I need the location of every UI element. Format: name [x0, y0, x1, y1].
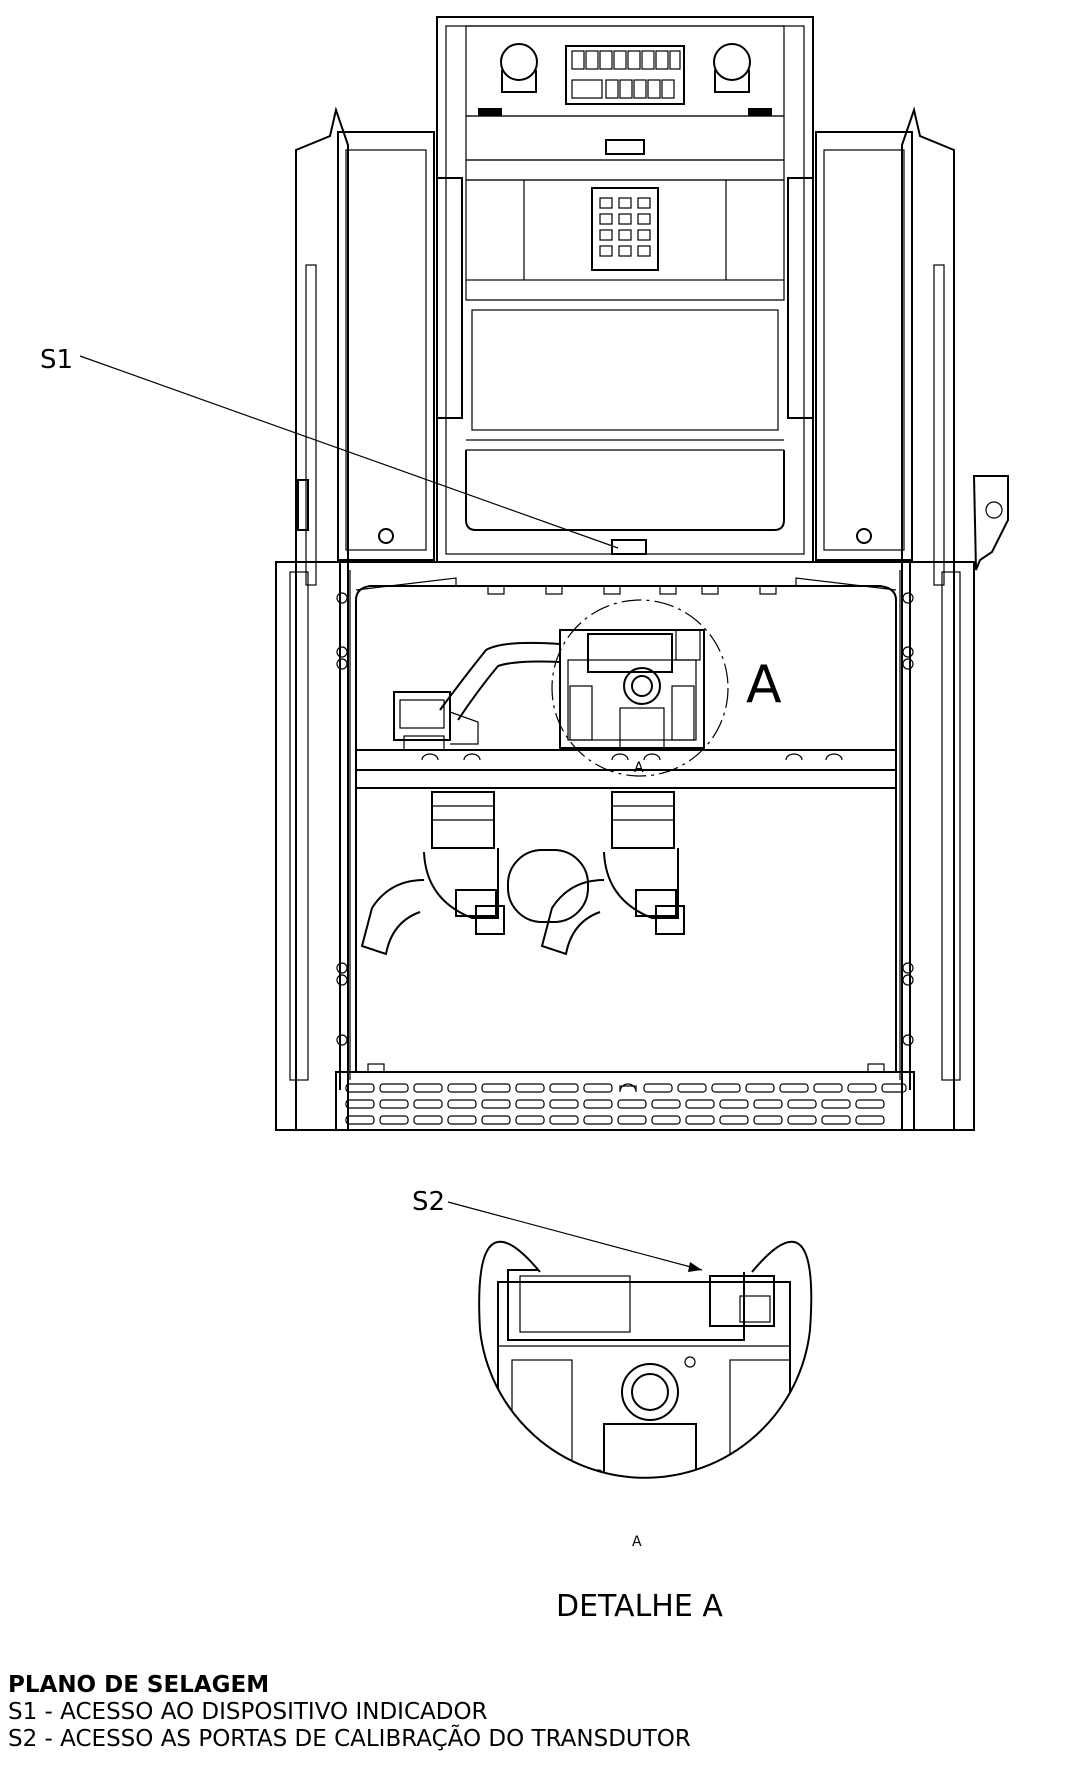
meter-assembly [393, 629, 705, 751]
s2-leader-line [447, 1201, 703, 1271]
detail-marker-a: A [746, 655, 782, 715]
s1-leader-line [79, 355, 619, 549]
nozzle-left [360, 791, 505, 956]
detail-a-title: DETALHE A [556, 1589, 723, 1624]
callout-s1: S1 [40, 345, 73, 375]
detail-circle-a [551, 599, 729, 777]
shelf-clips [421, 753, 843, 761]
display-digits [571, 50, 681, 99]
nozzle-right [540, 791, 685, 956]
left-column [295, 106, 463, 1131]
bottom-grille [345, 1063, 907, 1125]
lower-cabinet [275, 561, 975, 1131]
shelf-marker-a: A [634, 760, 644, 776]
legend-item-s1: S1 - ACESSO AO DISPOSITIVO INDICADOR [8, 1699, 488, 1725]
callout-s2: S2 [412, 1187, 445, 1217]
top-brackets [355, 577, 897, 595]
dispenser-front-view: S1 A A [40, 16, 1009, 1131]
legend-item-s2: S2 - ACESSO AS PORTAS DE CALIBRAÇÃO DO T… [8, 1726, 691, 1752]
detail-a-view: A S2 DETALHE A [412, 1187, 813, 1624]
display-head [436, 16, 814, 563]
legend-title: PLANO DE SELAGEM [8, 1672, 270, 1698]
keypad-keys [599, 197, 651, 257]
detail-inner-marker-a: A [632, 1534, 642, 1550]
sealing-plan-legend: PLANO DE SELAGEM S1 - ACESSO AO DISPOSIT… [8, 1672, 691, 1753]
